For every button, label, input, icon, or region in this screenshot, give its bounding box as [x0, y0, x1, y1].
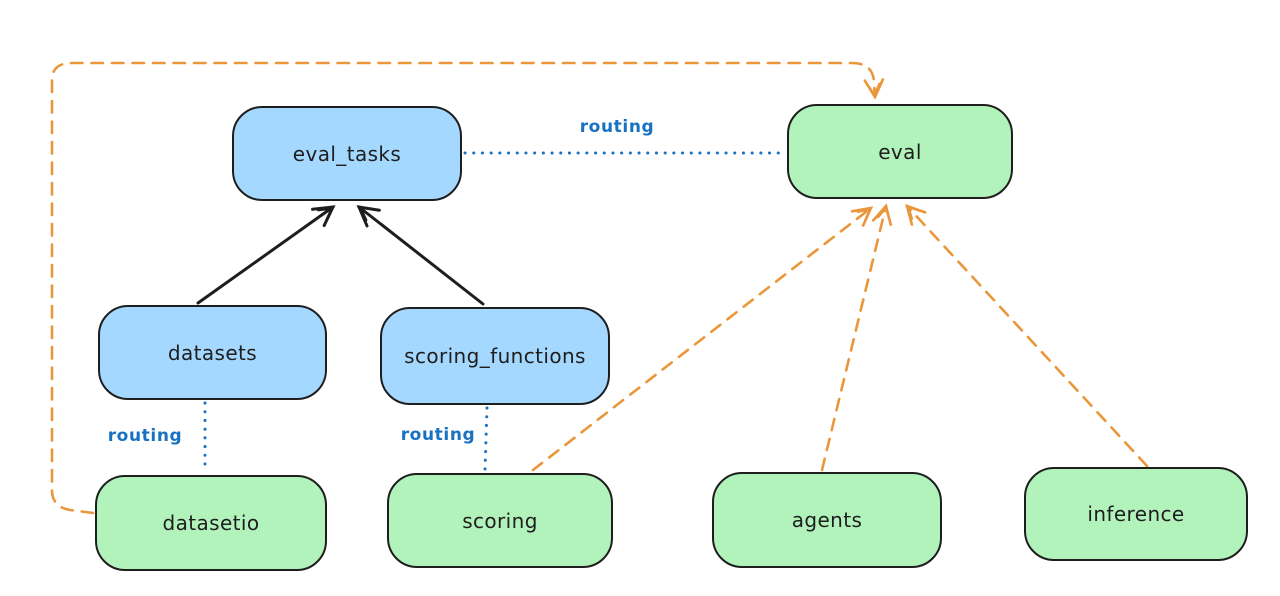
edge-datasetio-to-eval — [50, 61, 885, 515]
node-inference-label: inference — [1087, 502, 1185, 526]
edge-datasets-to-eval_tasks — [196, 205, 336, 305]
edge-inference-to-eval — [905, 203, 1149, 468]
node-datasets: datasets — [98, 305, 327, 400]
node-datasetio-label: datasetio — [162, 511, 260, 535]
routing-label-datasets-datasetio: routing — [107, 426, 183, 446]
edge-agents-to-eval — [820, 203, 893, 472]
node-agents-label: agents — [791, 508, 863, 532]
node-eval_tasks-label: eval_tasks — [292, 141, 402, 166]
node-datasetio: datasetio — [95, 475, 327, 571]
routing-label-eval_tasks-eval: routing — [579, 117, 655, 137]
node-inference: inference — [1024, 467, 1248, 561]
routing-label-scoring_functions-scoring: routing — [400, 425, 476, 445]
node-eval: eval — [787, 104, 1013, 199]
node-agents: agents — [712, 472, 942, 568]
edge-scoring_functions-to-eval_tasks — [356, 205, 485, 306]
edge-routing-scoring_functions-to-scoring — [483, 406, 489, 472]
node-scoring_functions-label: scoring_functions — [404, 344, 586, 368]
node-eval-label: eval — [878, 139, 922, 164]
node-eval_tasks: eval_tasks — [232, 106, 462, 201]
edge-scoring-to-eval — [531, 206, 874, 472]
node-scoring: scoring — [387, 473, 613, 568]
node-scoring_functions: scoring_functions — [380, 307, 610, 405]
node-datasets-label: datasets — [167, 340, 258, 365]
node-scoring-label: scoring — [462, 508, 538, 533]
